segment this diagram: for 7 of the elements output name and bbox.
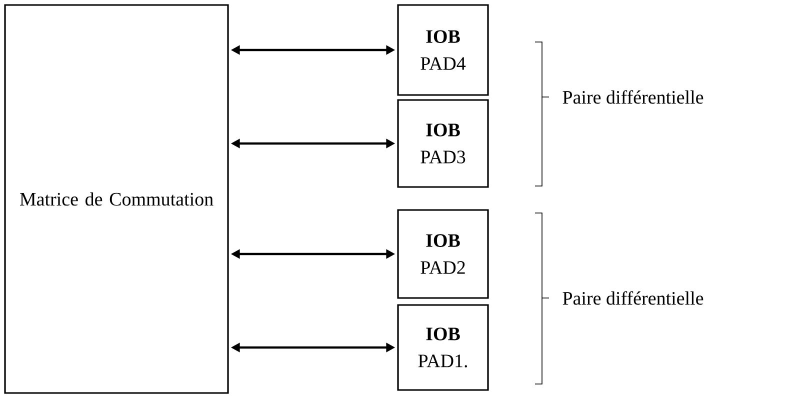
matrix-box: Matrice de Commutation — [4, 4, 229, 394]
iob-box: IOB PAD4 — [397, 4, 489, 96]
iob-box: IOB PAD3 — [397, 99, 489, 188]
iob-box: IOB PAD1. — [397, 304, 489, 391]
iob-box: IOB PAD2 — [397, 209, 489, 299]
group-label: Paire différentielle — [562, 90, 704, 104]
group-label: Paire différentielle — [562, 291, 704, 305]
